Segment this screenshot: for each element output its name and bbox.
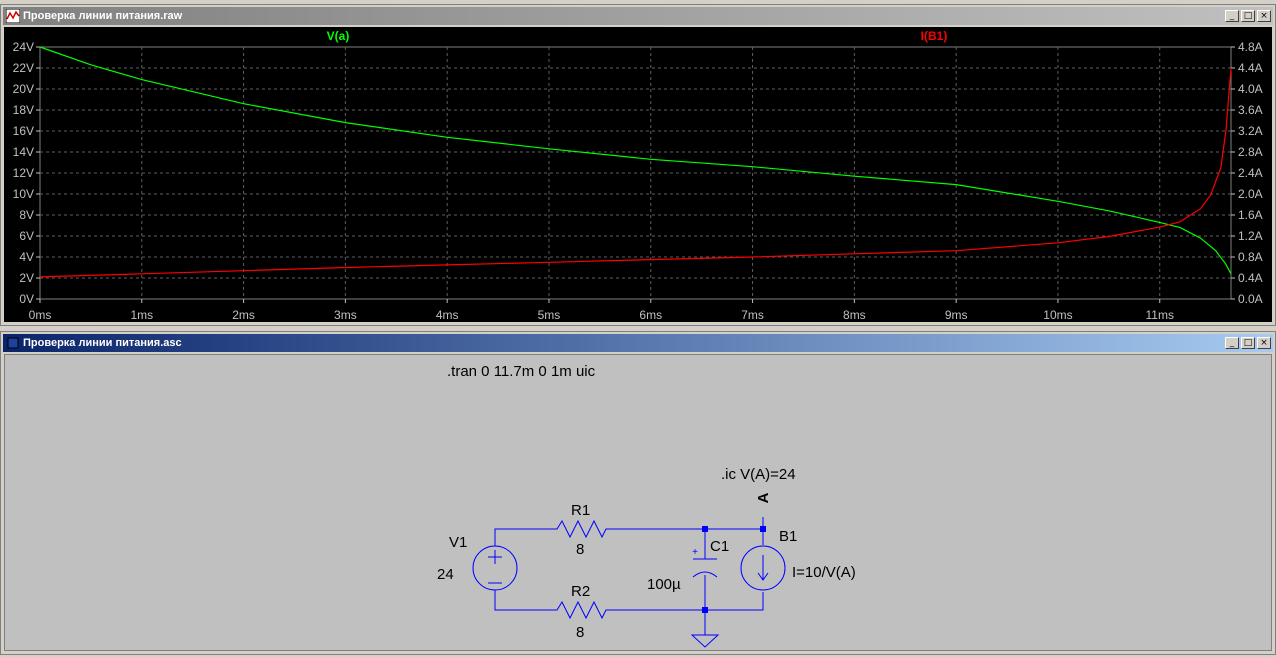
y-tick-label-right: 4.0A — [1238, 82, 1263, 96]
waveform-window: Проверка линии питания.raw _ □ × 0V 2V 4V 6… — [0, 4, 1276, 326]
x-tick-label: 1ms — [130, 308, 153, 322]
y-tick-label-left: 6V — [19, 229, 34, 243]
ic-directive[interactable]: .ic V(A)=24 — [721, 466, 796, 483]
y-tick-label-right: 4.8A — [1238, 40, 1263, 54]
wires[interactable] — [494, 517, 764, 635]
y-tick-label-right: 0.4A — [1238, 271, 1263, 285]
y-tick-label-left: 8V — [19, 208, 34, 222]
capacitor-c1[interactable]: + — [692, 547, 718, 578]
y-tick-label-left: 24V — [13, 40, 34, 54]
minimize-button[interactable]: _ — [1225, 337, 1239, 349]
schematic-window-title: Проверка линии питания.asc — [23, 337, 182, 349]
v1-value[interactable]: 24 — [437, 566, 454, 583]
y-tick-label-right: 1.6A — [1238, 208, 1263, 222]
maximize-button[interactable]: □ — [1241, 337, 1255, 349]
c1-value[interactable]: 100µ — [647, 576, 681, 593]
b1-name[interactable]: B1 — [779, 528, 797, 545]
x-tick-label: 7ms — [741, 308, 764, 322]
x-tick-label: 0ms — [29, 308, 52, 322]
waveform-plot-area[interactable]: 0V 2V 4V 6V 8V 10V 12V 14V 16V 18V 20V 22V 24V 0.0A 0… — [4, 27, 1272, 322]
y-tick-label-right: 4.4A — [1238, 61, 1263, 75]
waveform-chart[interactable]: 0V 2V 4V 6V 8V 10V 12V 14V 16V 18V 20V 22V 24V 0.0A 0… — [4, 27, 1272, 322]
x-tick-label: 2ms — [232, 308, 255, 322]
series-line-i-b1[interactable] — [39, 67, 1232, 278]
v1-name[interactable]: V1 — [449, 534, 467, 551]
y-tick-label-left: 0V — [19, 292, 34, 306]
r2-name[interactable]: R2 — [571, 583, 590, 600]
legend-v-a[interactable]: V(a) — [327, 29, 350, 43]
minimize-button[interactable]: _ — [1225, 10, 1239, 22]
y-tick-label-right: 2.4A — [1238, 166, 1263, 180]
waveform-app-icon — [6, 9, 20, 23]
current-source-b1[interactable] — [740, 545, 786, 591]
resistor-r2[interactable] — [550, 600, 610, 620]
y-tick-label-left: 16V — [13, 124, 34, 138]
r1-value[interactable]: 8 — [576, 541, 584, 558]
legend-i-b1[interactable]: I(B1) — [921, 29, 948, 43]
x-tick-label: 3ms — [334, 308, 357, 322]
x-tick-label: 4ms — [436, 308, 459, 322]
x-tick-label: 6ms — [639, 308, 662, 322]
junction-dot — [702, 526, 708, 532]
voltage-source-v1[interactable] — [472, 545, 518, 591]
x-tick-label: 10ms — [1043, 308, 1072, 322]
schematic-app-icon — [7, 337, 19, 349]
y-tick-label-left: 20V — [13, 82, 34, 96]
schematic-window: Проверка линии питания.asc _ □ × .tran 0… — [0, 331, 1276, 655]
x-tick-label: 5ms — [538, 308, 561, 322]
junction-dot — [702, 607, 708, 613]
close-button[interactable]: × — [1257, 337, 1271, 349]
y-tick-label-right: 3.6A — [1238, 103, 1263, 117]
close-button[interactable]: × — [1257, 10, 1271, 22]
net-label-a[interactable]: A — [755, 492, 772, 503]
resistor-r1[interactable] — [550, 519, 610, 539]
series-line-v-a[interactable] — [39, 46, 1232, 275]
waveform-titlebar[interactable]: Проверка линии питания.raw _ □ × — [3, 7, 1273, 25]
maximize-button[interactable]: □ — [1241, 10, 1255, 22]
x-tick-label: 8ms — [843, 308, 866, 322]
y-tick-label-right: 1.2A — [1238, 229, 1263, 243]
y-tick-label-right: 0.8A — [1238, 250, 1263, 264]
y-tick-label-right: 2.8A — [1238, 145, 1263, 159]
c1-name[interactable]: C1 — [710, 538, 729, 555]
waveform-window-title: Проверка линии питания.raw — [23, 10, 183, 22]
y-tick-label-left: 2V — [19, 271, 34, 285]
svg-text:+: + — [692, 547, 698, 558]
r2-value[interactable]: 8 — [576, 624, 584, 641]
y-tick-label-right: 2.0A — [1238, 187, 1263, 201]
b1-value[interactable]: I=10/V(A) — [792, 564, 856, 581]
y-tick-label-right: 0.0A — [1238, 292, 1263, 306]
y-tick-label-right: 3.2A — [1238, 124, 1263, 138]
ground-symbol[interactable] — [690, 634, 720, 648]
r1-name[interactable]: R1 — [571, 502, 590, 519]
tran-directive[interactable]: .tran 0 11.7m 0 1m uic — [447, 363, 596, 380]
y-tick-label-left: 14V — [13, 145, 34, 159]
y-tick-label-left: 4V — [19, 250, 34, 264]
y-tick-label-left: 12V — [13, 166, 34, 180]
schematic-titlebar[interactable]: Проверка линии питания.asc _ □ × — [3, 334, 1273, 352]
y-tick-label-left: 10V — [13, 187, 34, 201]
schematic-canvas[interactable]: .tran 0 11.7m 0 1m uic .ic V(A)=24 A — [4, 354, 1272, 651]
junction-dot — [760, 526, 766, 532]
x-tick-label: 9ms — [945, 308, 968, 322]
x-tick-label: 11ms — [1146, 308, 1174, 322]
schematic-drawing[interactable]: .tran 0 11.7m 0 1m uic .ic V(A)=24 A — [5, 355, 1273, 652]
y-tick-label-left: 22V — [13, 61, 34, 75]
y-tick-label-left: 18V — [13, 103, 34, 117]
